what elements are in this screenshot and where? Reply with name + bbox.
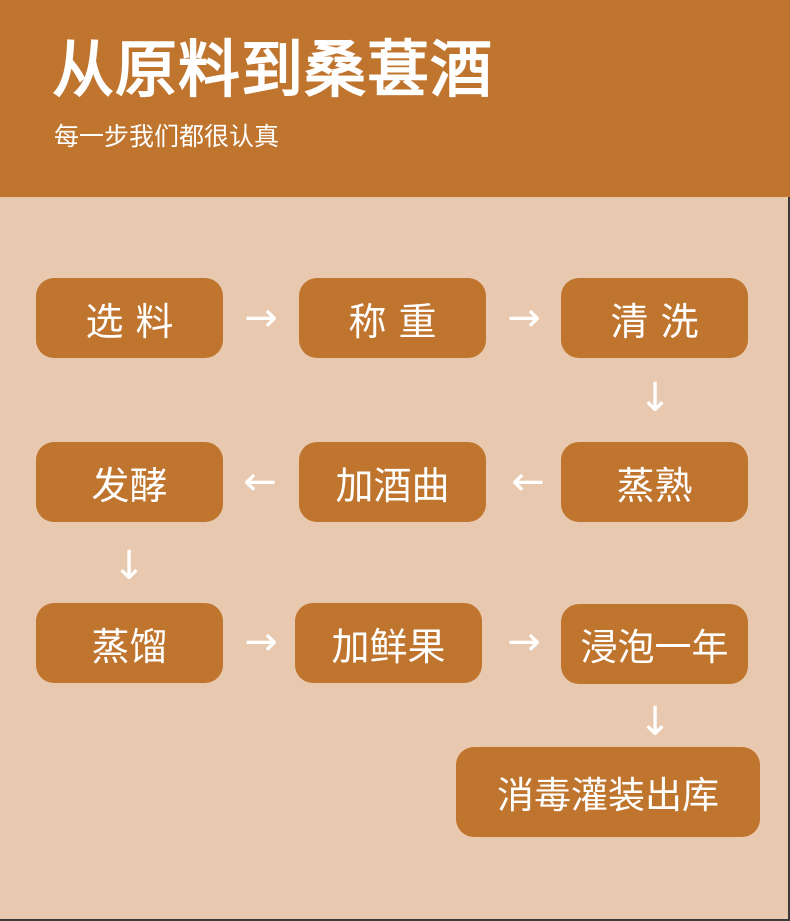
step-soak-one-year: 浸泡一年 bbox=[561, 604, 748, 684]
step-distill: 蒸馏 bbox=[36, 603, 223, 683]
frame-edge-right bbox=[788, 197, 790, 921]
step-add-yeast: 加酒曲 bbox=[299, 442, 486, 522]
page-subtitle: 每一步我们都很认真 bbox=[54, 122, 280, 151]
arrow-down-icon: ↓ bbox=[638, 699, 672, 745]
arrow-down-icon: ↓ bbox=[638, 375, 672, 421]
step-wash: 清 洗 bbox=[561, 278, 748, 358]
step-add-fresh-fruit: 加鲜果 bbox=[295, 603, 482, 683]
arrow-left-icon: ← bbox=[511, 459, 545, 505]
step-steam-cook: 蒸熟 bbox=[561, 442, 748, 522]
step-select-materials: 选 料 bbox=[36, 278, 223, 358]
step-sterilize-bottle-ship: 消毒灌装出库 bbox=[456, 747, 760, 837]
arrow-right-icon: → bbox=[244, 295, 278, 341]
frame-edge-bottom bbox=[0, 919, 790, 921]
step-ferment: 发酵 bbox=[36, 442, 223, 522]
step-weigh: 称 重 bbox=[299, 278, 486, 358]
arrow-left-icon: ← bbox=[243, 459, 277, 505]
header-banner: 从原料到桑葚酒 每一步我们都很认真 bbox=[0, 0, 790, 197]
page-title: 从原料到桑葚酒 bbox=[52, 33, 494, 106]
arrow-right-icon: → bbox=[244, 619, 278, 665]
arrow-right-icon: → bbox=[507, 619, 541, 665]
arrow-right-icon: → bbox=[507, 295, 541, 341]
arrow-down-icon: ↓ bbox=[112, 543, 146, 589]
